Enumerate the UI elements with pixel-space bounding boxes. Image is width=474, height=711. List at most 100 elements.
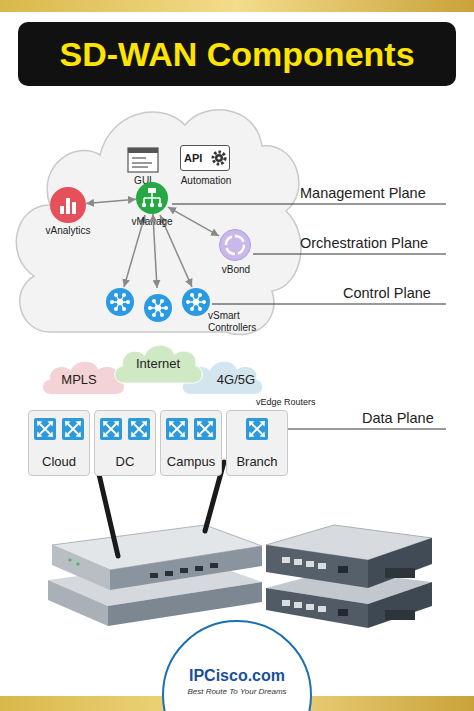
router-photo [48,462,432,628]
control-arrow [153,214,157,288]
router-icon [166,418,188,440]
vsmart-icon [106,288,134,316]
router-port [165,571,173,576]
gui-icon [128,148,158,172]
router-face [266,545,368,588]
router-port [318,606,326,612]
node-label: 4G/5G [208,373,264,388]
router-icon [246,418,268,440]
plane-label: vEdge Routers [256,397,316,407]
router-port [306,561,314,567]
leader-line [172,204,446,205]
gold-band [0,0,474,12]
router-port [180,568,188,573]
router-face [48,580,108,626]
node-label: API [184,152,210,165]
bond-circle: vBond [219,229,251,261]
node-label: DC [95,455,155,470]
analytics-circle: vAnalytics [50,187,86,223]
router-face [368,582,432,628]
antenna [98,470,118,556]
logo-flame [234,642,240,654]
chart-icon [60,206,64,214]
control-arrow [168,207,219,236]
router-port [210,563,218,568]
network-icon [142,203,146,207]
network-icon [158,203,162,207]
node-label: vManage [117,216,187,228]
node-label: vSmart Controllers [208,310,268,334]
vsmart-icon [144,294,172,322]
router-icon [100,418,122,440]
plane-label: Control Plane [343,285,431,301]
router-port [306,604,314,610]
manage-circle: vManage [136,182,168,214]
router-face [266,525,432,560]
router-port [150,573,158,578]
router-port [195,566,203,571]
node-label: Campus [161,455,221,470]
plane-label: Management Plane [300,185,426,201]
logo-drop [229,632,245,659]
network-icon [150,203,154,207]
site-box: Cloud [28,410,90,476]
router-port [294,602,302,608]
leader-line [253,254,446,255]
router-face [48,560,262,606]
node-label: Best Route To Your Dreams [164,687,310,696]
gui-icon [128,148,158,153]
site-box: DC [94,410,156,476]
router-icon [128,418,150,440]
node-label: MPLS [52,373,106,388]
transport-cloud: Internet [110,338,206,386]
router-port [294,559,302,565]
router-port [338,566,348,573]
router-led [68,558,71,561]
node-label: Branch [227,455,287,470]
router-port [318,563,326,569]
router-face [368,538,432,588]
router-icon [34,418,56,440]
gear-icon [213,152,225,164]
network-icon [144,192,160,203]
router-port [282,600,290,606]
leader-line [270,429,446,430]
router-face [52,525,262,570]
gui-node: GUI [128,148,158,172]
title-banner: SD-WAN Components [18,22,456,86]
node-label: Automation [171,175,241,187]
leader-line [212,304,446,305]
network-icon [148,188,156,193]
router-led [76,562,79,565]
plane-label: Orchestration Plane [300,235,428,251]
chart-icon [66,198,70,214]
router-slot [385,610,415,620]
cloud-outline [16,110,301,335]
router-face [52,545,110,590]
gear-icon [215,154,223,162]
site-box: Campus [160,410,222,476]
node-label: IPCisco.com [164,667,310,685]
cloud-fill [42,361,124,394]
node-label: vBond [206,264,266,276]
router-slot [385,568,415,578]
controller-group: vSmart Controllers [104,288,212,322]
node-label: vAnalytics [33,225,103,237]
gear-icon [217,156,220,159]
router-port [282,557,290,563]
router-icon [194,418,216,440]
logo-badge: IPCisco.comBest Route To Your Dreams [162,620,312,711]
router-face [266,588,368,628]
router-face [266,570,432,604]
gui-icon [132,162,152,164]
gui-icon [132,166,148,168]
api-node: APIAutomation [180,145,230,171]
router-icon [62,418,84,440]
ring-icon [226,236,244,254]
router-port [338,609,348,616]
router-face [110,546,262,590]
gui-icon [132,157,146,159]
